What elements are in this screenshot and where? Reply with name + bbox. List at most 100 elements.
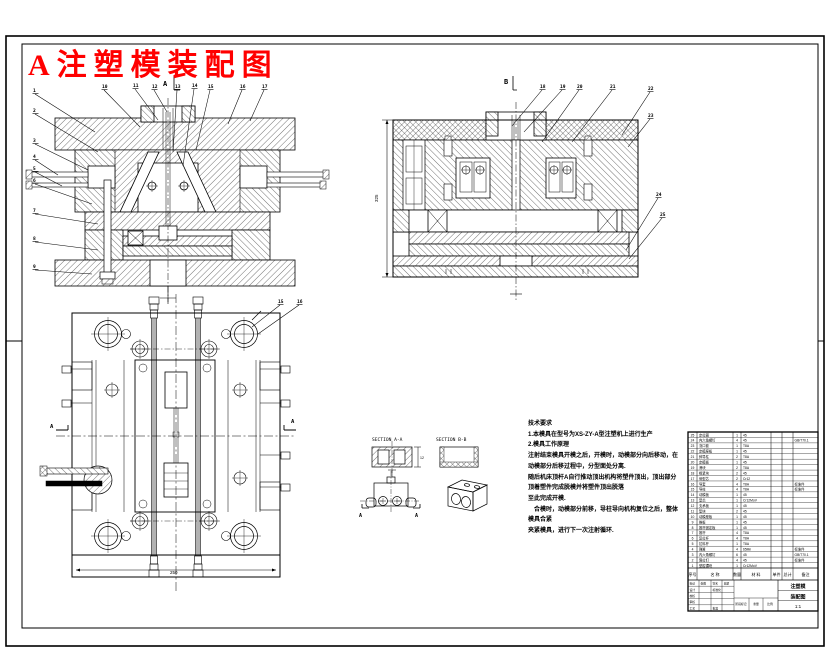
- svg-text:批准: 批准: [713, 606, 719, 610]
- svg-text:16: 16: [240, 84, 246, 90]
- balloon-19: 19: [523, 84, 566, 133]
- svg-text:定模板: 定模板: [699, 460, 710, 465]
- balloon-24: 24: [625, 192, 662, 251]
- svg-text:25: 25: [691, 433, 695, 437]
- svg-text:9: 9: [692, 520, 694, 524]
- tech-note-line: 动模部分后移过程中，分型面处分离.: [528, 463, 626, 470]
- svg-text:13: 13: [175, 84, 181, 90]
- svg-text:工艺: 工艺: [690, 606, 696, 610]
- svg-text:总计: 总计: [784, 571, 792, 577]
- svg-text:4: 4: [736, 439, 738, 443]
- svg-text:日期: 日期: [724, 582, 730, 586]
- tech-note-line: 技术要求: [528, 421, 553, 427]
- svg-text:校核: 校核: [690, 594, 696, 598]
- svg-text:2: 2: [736, 455, 738, 459]
- svg-text:Cr12MoV: Cr12MoV: [743, 499, 758, 503]
- svg-text:导套: 导套: [699, 481, 706, 486]
- svg-text:签名: 签名: [713, 582, 719, 586]
- svg-text:数量: 数量: [733, 571, 741, 577]
- svg-text:3: 3: [33, 138, 36, 144]
- balloon-3: 3: [32, 138, 89, 171]
- tech-note-line: 1.本模具在型号为XS-ZY-A型注塑机上进行生产: [528, 431, 653, 438]
- svg-text:1: 1: [736, 499, 738, 503]
- front-section-view: [25, 76, 330, 304]
- svg-text:导柱: 导柱: [699, 487, 706, 492]
- svg-text:8: 8: [33, 236, 36, 242]
- svg-text:2: 2: [692, 558, 694, 562]
- svg-text:定模座板: 定模座板: [699, 449, 713, 454]
- svg-text:4: 4: [736, 548, 738, 552]
- svg-text:推杆: 推杆: [699, 530, 706, 535]
- balloon-1: 1: [32, 88, 96, 133]
- svg-text:1: 1: [692, 564, 694, 568]
- svg-text:定位圈: 定位圈: [699, 432, 710, 437]
- svg-text:20: 20: [577, 84, 583, 90]
- svg-text:T8A: T8A: [743, 482, 750, 486]
- parts-header: 序号名 称数量材 料单件总计备注: [689, 571, 810, 577]
- svg-text:动模座板: 动模座板: [699, 514, 713, 519]
- svg-text:45: 45: [743, 439, 747, 443]
- svg-text:45: 45: [743, 509, 747, 513]
- svg-text:21: 21: [691, 455, 695, 459]
- svg-text:18: 18: [540, 84, 546, 90]
- svg-text:T8A: T8A: [743, 542, 750, 546]
- section-bb-label: SECTION B-B: [436, 437, 467, 443]
- svg-text:22: 22: [648, 86, 654, 92]
- drawing-scale: 1:1: [795, 604, 802, 609]
- svg-text:序号: 序号: [689, 571, 697, 577]
- svg-text:1: 1: [736, 450, 738, 454]
- balloon-20: 20: [541, 84, 583, 143]
- svg-text:1: 1: [736, 520, 738, 524]
- section-aa-label: SECTION A-A: [372, 437, 403, 443]
- svg-text:5: 5: [33, 166, 36, 172]
- balloon-25: 25: [628, 212, 666, 260]
- svg-text:GB/T70.1: GB/T70.1: [795, 439, 809, 443]
- svg-text:1: 1: [736, 433, 738, 437]
- part-front-view: [360, 471, 421, 512]
- svg-text:名 称: 名 称: [710, 571, 719, 577]
- tech-note-line: 顶着塑件完成脱模并将塑件顶出脱落: [528, 485, 625, 492]
- svg-text:型芯: 型芯: [699, 498, 706, 503]
- svg-text:楔紧块: 楔紧块: [699, 470, 710, 475]
- svg-text:备注: 备注: [802, 571, 810, 577]
- balloon-18: 18: [511, 84, 546, 127]
- svg-text:4: 4: [33, 154, 36, 160]
- svg-text:标记: 标记: [690, 582, 696, 586]
- svg-text:1: 1: [736, 542, 738, 546]
- section-mark-b: B: [504, 78, 508, 86]
- section-mark-a: A: [163, 80, 168, 88]
- svg-text:4: 4: [736, 482, 738, 486]
- tech-note-line: 注射结束模具开模之后，开模时，动模部分向后移动，在: [528, 453, 679, 460]
- svg-text:内六角螺钉: 内六角螺钉: [699, 438, 716, 443]
- plan-view: [39, 294, 296, 592]
- svg-text:斜导柱: 斜导柱: [699, 454, 710, 459]
- balloon-4: 4: [32, 154, 59, 176]
- title-block: 标记处数签名日期设计标准化校核审核工艺批准阶段标记重量比例注塑模装配图1:1: [688, 580, 818, 611]
- svg-text:23: 23: [648, 113, 654, 119]
- svg-text:阶段标记: 阶段标记: [735, 602, 746, 606]
- svg-text:审核: 审核: [690, 600, 696, 604]
- svg-text:内六角螺钉: 内六角螺钉: [699, 552, 716, 557]
- balloon-7: 7: [32, 208, 99, 225]
- svg-text:7: 7: [692, 531, 694, 535]
- svg-text:GB/T70.1: GB/T70.1: [795, 553, 809, 557]
- balloon-15: 15: [251, 299, 284, 328]
- svg-text:24: 24: [656, 192, 662, 198]
- svg-text:材 料: 材 料: [751, 571, 760, 577]
- svg-text:1: 1: [736, 564, 738, 568]
